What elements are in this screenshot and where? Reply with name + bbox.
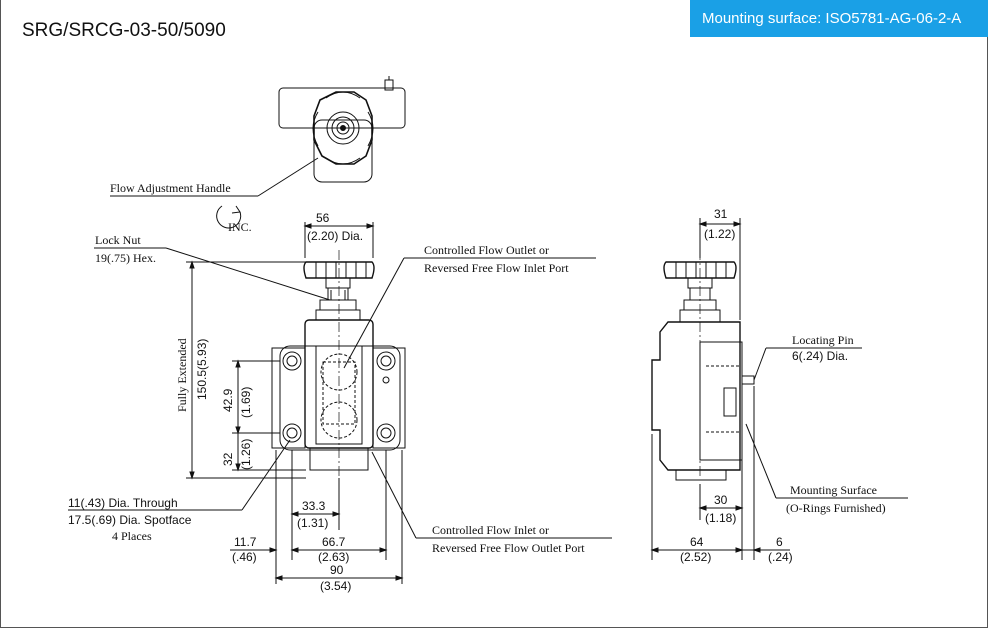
locating-pin-size: 6(.24) Dia. <box>792 349 848 363</box>
flow-handle-label: Flow Adjustment Handle <box>110 181 231 195</box>
mounting-surface-note: (O-Rings Furnished) <box>786 501 886 515</box>
dim-667-value: 66.7 <box>322 535 346 549</box>
dim-56-value: 56 <box>316 211 330 225</box>
dim-31-value: 31 <box>714 207 728 221</box>
dim-90-value: 90 <box>330 563 344 577</box>
dim-30-value: 30 <box>714 493 728 507</box>
lock-nut-leader <box>94 247 331 301</box>
through-label-1: 11(.43) Dia. Through <box>68 496 178 510</box>
locating-pin-label: Locating Pin <box>792 333 854 347</box>
dim-150 <box>186 260 306 480</box>
dim-667-inch: (2.63) <box>318 550 349 564</box>
dim-90-inch: (3.54) <box>320 579 351 593</box>
inlet-label-1: Controlled Flow Inlet or <box>432 523 549 537</box>
mounting-surface-badge: Mounting surface: ISO5781-AG-06-2-A <box>690 0 988 37</box>
dim-333-value: 33.3 <box>302 499 326 513</box>
lock-nut-size: 19(.75) Hex. <box>95 251 156 265</box>
flow-handle-leader <box>110 157 319 229</box>
through-hole-leader <box>68 439 291 511</box>
side-view <box>651 250 755 481</box>
dim-bottom <box>230 450 404 584</box>
dim-429 <box>232 359 280 435</box>
mounting-surface-leader <box>745 423 908 499</box>
side-dims <box>650 218 790 560</box>
page-title: SRG/SRCG-03-50/5090 <box>22 20 226 41</box>
through-label-3: 4 Places <box>112 529 152 543</box>
dim-429-inch: (1.69) <box>239 387 253 418</box>
dim-30-inch: (1.18) <box>705 511 736 525</box>
fully-extended-label: Fully Extended <box>175 338 189 412</box>
inc-label: INC. <box>228 220 252 234</box>
dim-117-value: 11.7 <box>234 535 257 549</box>
dim-64-value: 64 <box>690 535 704 549</box>
dim-56 <box>303 222 375 258</box>
dim-333-inch: (1.31) <box>297 516 328 530</box>
mounting-surface-label: Mounting Surface <box>790 483 877 497</box>
dim-429-value: 42.9 <box>221 388 235 412</box>
dim-64-inch: (2.52) <box>680 550 711 564</box>
outlet-label-1: Controlled Flow Outlet or <box>424 243 549 257</box>
outlet-label-2: Reversed Free Flow Inlet Port <box>424 261 569 275</box>
inlet-leader <box>371 451 612 539</box>
dim-56-inch: (2.20) Dia. <box>307 229 363 243</box>
lock-nut-label: Lock Nut <box>95 233 141 247</box>
dim-6-value: 6 <box>776 535 783 549</box>
dim-32-value: 32 <box>221 452 235 466</box>
top-view <box>278 76 406 183</box>
dim-31-inch: (1.22) <box>704 227 735 241</box>
dim-32-inch: (1.26) <box>239 439 253 470</box>
outlet-leader <box>343 257 596 369</box>
dim-32 <box>232 433 306 472</box>
through-label-2: 17.5(.69) Dia. Spotface <box>68 513 192 527</box>
dim-6-inch: (.24) <box>768 550 793 564</box>
dim-150-value: 150.5(5.93) <box>195 339 209 400</box>
inlet-label-2: Reversed Free Flow Outlet Port <box>432 541 585 555</box>
dim-117-inch: (.46) <box>232 550 257 564</box>
locating-pin-leader <box>753 347 862 381</box>
front-view <box>271 250 406 478</box>
